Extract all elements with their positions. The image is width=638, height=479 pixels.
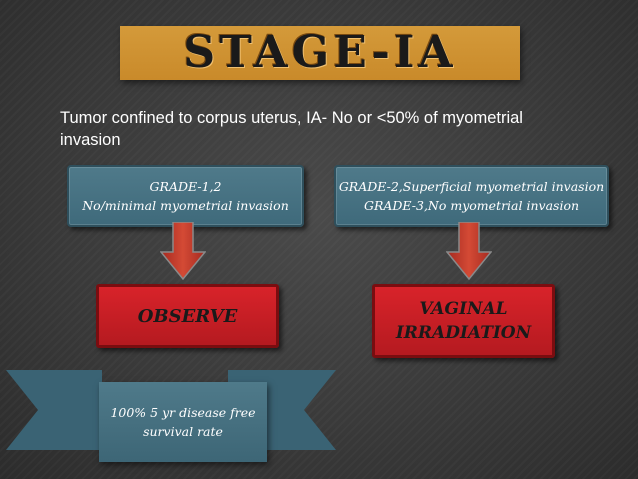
slide-subtitle: Tumor confined to corpus uterus, IA- No … (60, 109, 523, 149)
ribbon-left-tail (6, 370, 102, 450)
grade-low-box: GRADE-1,2 No/minimal myometrial invasion (67, 165, 304, 227)
grade-high-line1: GRADE-2,Superficial myometrial invasion (338, 179, 605, 194)
survival-rate-box: 100% 5 yr disease free survival rate (99, 382, 267, 462)
grade-high-line2: GRADE-3,No myometrial invasion (363, 198, 580, 213)
grade-low-line2: No/minimal myometrial invasion (82, 198, 289, 213)
survival-line2: survival rate (143, 424, 223, 439)
title-bar (120, 26, 520, 80)
observe-label: OBSERVE (137, 305, 238, 327)
grade-low-line1: GRADE-1,2 (149, 179, 222, 194)
vaginal-irradiation-box: VAGINAL IRRADIATION (372, 284, 555, 358)
down-arrow-right-icon (446, 222, 492, 280)
vaginal-label-line2: IRRADIATION (395, 323, 532, 343)
survival-line1: 100% 5 yr disease free (110, 405, 256, 420)
slide-title: STAGE-IA (183, 27, 457, 78)
down-arrow-left-icon (160, 222, 206, 280)
vaginal-label-line1: VAGINAL (419, 299, 508, 319)
grade-high-box: GRADE-2,Superficial myometrial invasion … (334, 165, 609, 227)
observe-box: OBSERVE (96, 284, 279, 348)
